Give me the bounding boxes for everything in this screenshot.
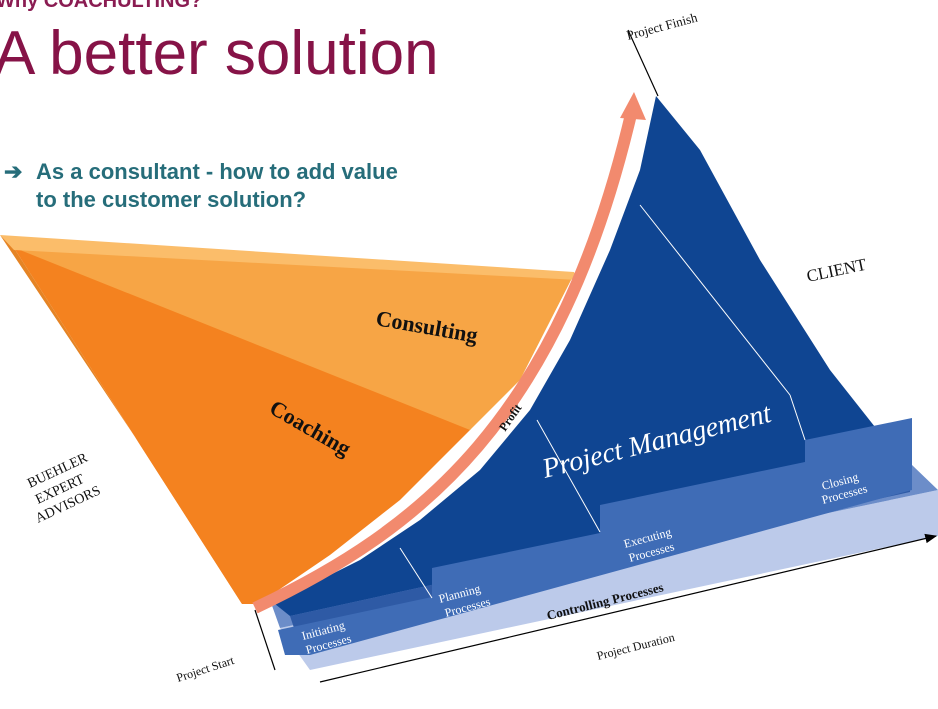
divider-planning bbox=[536, 419, 601, 533]
consulting-area bbox=[14, 248, 574, 430]
slide-subtitle: Why COACHULTING? bbox=[0, 0, 203, 12]
orange-top-edge bbox=[0, 235, 578, 280]
label-project-duration: Project Duration bbox=[595, 630, 676, 663]
divider-executing bbox=[639, 204, 791, 396]
profit-arrow bbox=[252, 108, 638, 614]
label-client: CLIENT bbox=[805, 255, 869, 286]
divider-executing-2 bbox=[789, 394, 806, 441]
slide-title: A better solution bbox=[0, 19, 439, 88]
profit-arrowhead bbox=[620, 92, 646, 120]
question-line-2: to the customer solution? bbox=[36, 187, 307, 212]
duration-band-light bbox=[280, 490, 938, 670]
project-duration-axis bbox=[319, 533, 938, 683]
arrow-right-icon: ➔ bbox=[4, 159, 23, 184]
divider-initiating bbox=[399, 547, 433, 599]
label-project-start: Project Start bbox=[175, 653, 237, 685]
question-line-1: As a consultant - how to add value bbox=[36, 159, 398, 184]
process-band bbox=[278, 418, 912, 655]
project-finish-axis bbox=[627, 29, 659, 97]
project-start-axis bbox=[254, 609, 276, 671]
label-project-finish: Project Finish bbox=[625, 9, 699, 42]
